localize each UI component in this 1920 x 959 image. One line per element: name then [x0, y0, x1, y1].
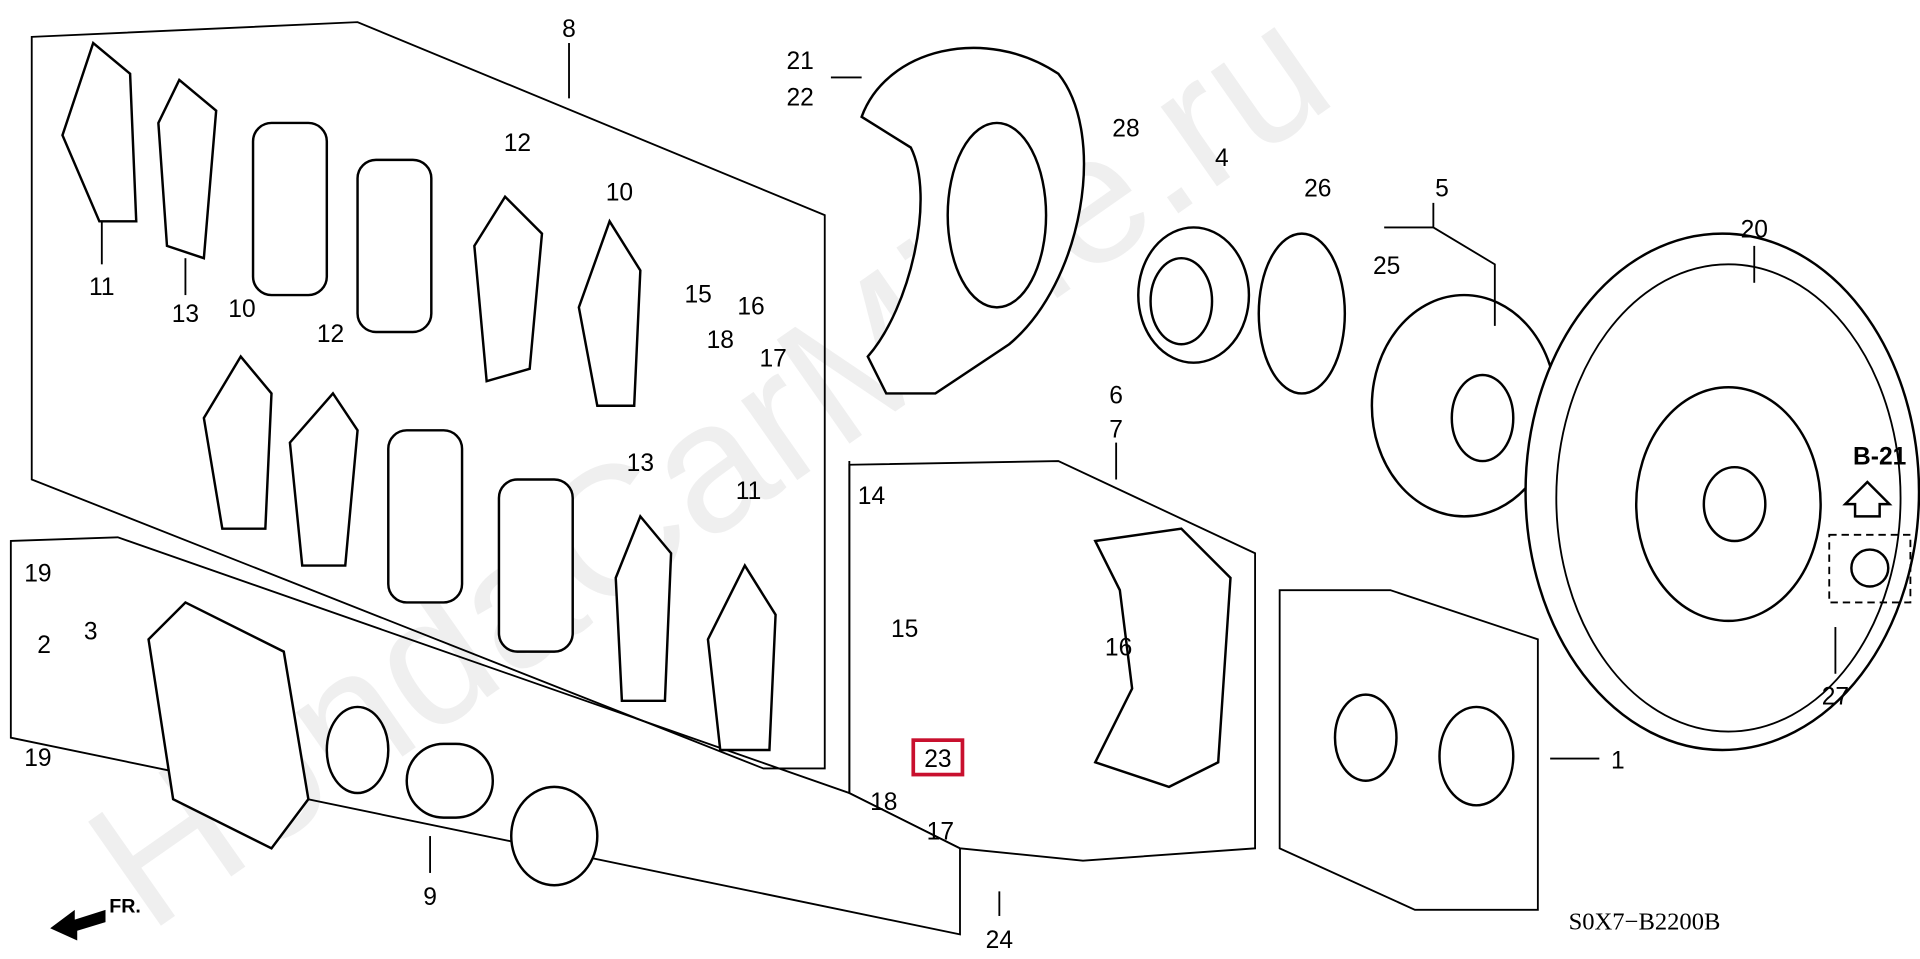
callout-12: 12 — [317, 321, 344, 348]
callout-11: 11 — [736, 478, 762, 505]
callout-17: 17 — [759, 345, 786, 372]
pad-set-outline — [30, 21, 826, 770]
wheel-nut-box — [1828, 533, 1912, 604]
shield-hole — [946, 121, 1048, 309]
reference-label[interactable]: B-21 — [1853, 444, 1906, 471]
front-arrow-icon — [50, 909, 106, 941]
callout-12: 12 — [504, 130, 531, 157]
dust-boot — [510, 785, 599, 887]
diagram-code: S0X7−B2200B — [1569, 908, 1721, 935]
kit-seal — [1333, 693, 1398, 782]
leader-lines — [100, 43, 1837, 916]
reference-arrow-icon — [1842, 480, 1893, 518]
callout-20: 20 — [1741, 216, 1768, 243]
callout-19: 19 — [24, 745, 51, 772]
callout-13: 13 — [627, 450, 654, 477]
caliper-bracket — [1093, 527, 1232, 789]
snap-ring — [1257, 232, 1347, 395]
callout-11: 11 — [89, 274, 115, 301]
callout-25: 25 — [1373, 253, 1400, 280]
callout-10: 10 — [228, 296, 255, 323]
callout-3: 3 — [84, 618, 98, 645]
callout-16: 16 — [1105, 634, 1132, 661]
callout-18: 18 — [870, 789, 897, 816]
piston — [405, 742, 495, 819]
callout-21: 21 — [786, 48, 813, 75]
callout-17: 17 — [927, 819, 954, 846]
callout-6: 6 — [1109, 382, 1123, 409]
highlight-box — [911, 738, 965, 777]
callout-26: 26 — [1304, 176, 1331, 203]
callout-13: 13 — [172, 301, 199, 328]
callout-9: 9 — [423, 884, 437, 911]
callout-18: 18 — [707, 327, 734, 354]
callout-15: 15 — [891, 616, 918, 643]
seal-kit-outline — [1278, 589, 1539, 911]
callout-5: 5 — [1435, 176, 1449, 203]
callout-1: 1 — [1611, 747, 1625, 774]
bracket-outline — [848, 460, 1256, 862]
callout-16: 16 — [737, 294, 764, 321]
callout-19: 19 — [24, 561, 51, 588]
piston-seal — [325, 705, 390, 795]
caliper-body — [147, 600, 310, 850]
kit-boot — [1438, 705, 1515, 807]
callout-7: 7 — [1109, 417, 1123, 444]
callout-24: 24 — [986, 927, 1013, 954]
callout-14: 14 — [858, 483, 885, 510]
callout-23[interactable]: 23 — [924, 746, 951, 773]
front-label: FR. — [109, 895, 141, 917]
callout-22: 22 — [786, 85, 813, 112]
pad-shims — [61, 40, 777, 752]
callout-28: 28 — [1112, 115, 1139, 142]
callout-10: 10 — [606, 179, 633, 206]
callout-4: 4 — [1215, 145, 1229, 172]
callout-27: 27 — [1822, 683, 1849, 710]
callout-15: 15 — [684, 281, 711, 308]
callout-2: 2 — [37, 632, 51, 659]
callout-8: 8 — [562, 16, 576, 43]
